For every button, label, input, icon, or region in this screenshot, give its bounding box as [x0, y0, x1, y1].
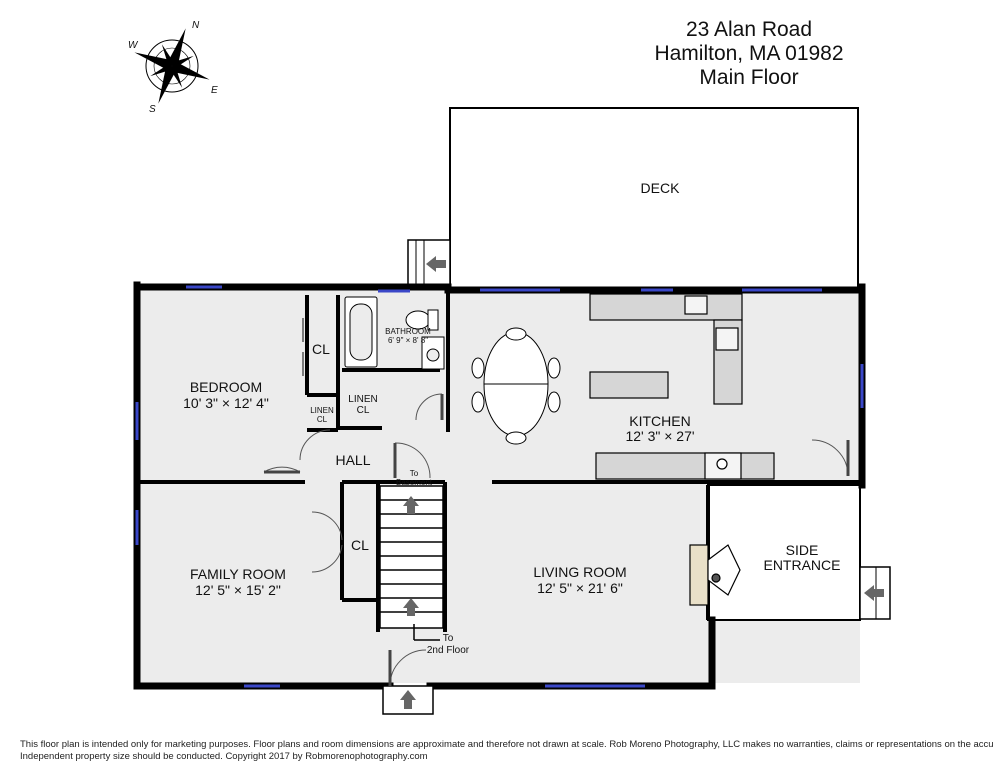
- bedroom-label: BEDROOM: [189, 379, 263, 395]
- doors: [263, 318, 850, 687]
- linen-closet-label: LINEN: [348, 394, 378, 405]
- deck-label: DECK: [640, 180, 680, 196]
- windows: [135, 285, 864, 688]
- to-basement-label: To: [409, 469, 419, 478]
- compass-s: S: [149, 104, 156, 115]
- to-2nd-floor-label-2: 2nd Floor: [426, 645, 470, 656]
- disclaimer-line-2: Independent property size should be cond…: [20, 751, 428, 762]
- compass-w: W: [128, 40, 138, 51]
- bathroom-fixtures: [344, 296, 445, 370]
- bathroom-dims: 6' 9" × 8' 8": [387, 336, 429, 345]
- city-line: Hamilton, MA 01982: [654, 42, 844, 65]
- family-room-dims: 12' 5" × 15' 2": [195, 582, 281, 598]
- side-entrance-label: SIDE: [785, 542, 819, 558]
- deck-outline: [449, 107, 859, 291]
- floor-line: Main Floor: [699, 66, 799, 89]
- living-room-label: LIVING ROOM: [533, 564, 627, 580]
- to-basement-label-2: Basement: [395, 478, 433, 487]
- deck-steps: [407, 239, 451, 289]
- linen-closet-small-label: LINEN: [310, 406, 334, 415]
- family-room-label: FAMILY ROOM: [190, 566, 286, 582]
- dining-table: [471, 327, 561, 445]
- side-entrance-label-2: ENTRANCE: [763, 557, 841, 573]
- to-2nd-floor-label: To: [442, 633, 454, 644]
- address-line: 23 Alan Road: [685, 18, 813, 41]
- kitchen-fixtures: [589, 293, 775, 480]
- interior-walls: [137, 290, 862, 632]
- side-entrance-steps: [859, 566, 891, 620]
- compass-rose-icon: [134, 28, 210, 104]
- closet-family-label: CL: [351, 537, 369, 553]
- bedroom-dims: 10' 3" × 12' 4": [183, 395, 269, 411]
- fireplace: [689, 544, 741, 606]
- compass-n: N: [192, 20, 200, 31]
- disclaimer: This floor plan is intended only for mar…: [20, 739, 994, 763]
- living-room-dims: 12' 5" × 21' 6": [537, 580, 623, 596]
- bathroom-label: BATHROOM: [385, 327, 431, 336]
- linen-closet-small-label-2: CL: [316, 415, 328, 424]
- kitchen-label: KITCHEN: [629, 413, 691, 429]
- disclaimer-line-1: This floor plan is intended only for mar…: [20, 739, 994, 750]
- closet-bedroom-label: CL: [312, 341, 330, 357]
- linen-closet-label-2: CL: [356, 405, 370, 416]
- hall-label: HALL: [335, 452, 371, 468]
- kitchen-dims: 12' 3" × 27': [625, 428, 695, 444]
- stairs: [379, 485, 444, 641]
- front-steps: [382, 685, 434, 715]
- compass-e: E: [211, 85, 218, 96]
